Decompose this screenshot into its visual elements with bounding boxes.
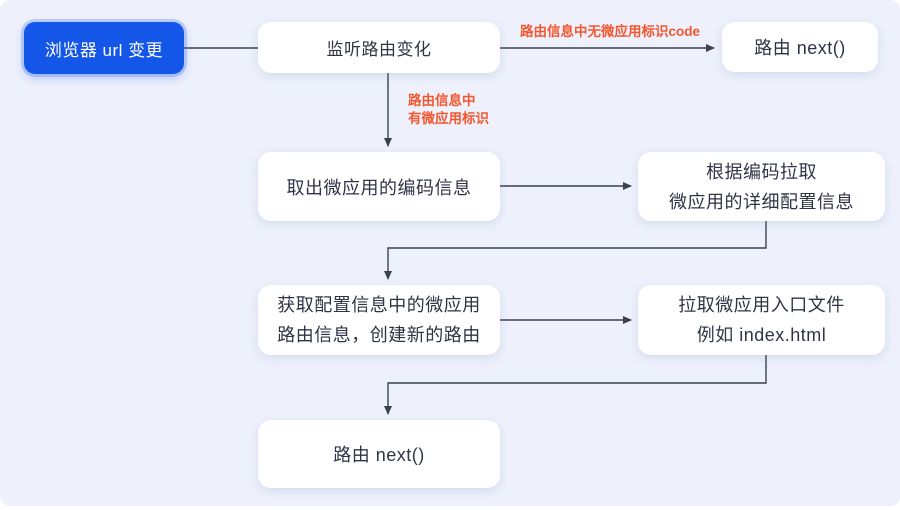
node-extract-micro-app-code-label: 取出微应用的编码信息 xyxy=(286,177,472,198)
node-fetch-entry-file-line-2: 例如 index.html xyxy=(696,325,827,345)
edge-label-has-micro-app-line-2: 有微应用标识 xyxy=(408,111,489,126)
node-fetch-entry-file-line-1: 拉取微应用入口文件 xyxy=(678,295,845,315)
node-listen-route-change: 监听路由变化 xyxy=(258,22,500,73)
node-fetch-config-line-1: 根据编码拉取 xyxy=(706,161,817,182)
edge-label-has-micro-app-line-1: 路由信息中 xyxy=(408,93,476,108)
node-listen-route-change-label: 监听路由变化 xyxy=(326,40,432,59)
connector-fetch-config-to-create-route xyxy=(384,221,767,280)
edge-label-no-micro-app-code: 路由信息中无微应用标识code xyxy=(519,24,700,39)
node-browser-url-change: 浏览器 url 变更 xyxy=(24,22,184,74)
node-route-next-top: 路由 next() xyxy=(722,22,878,72)
node-route-next-bottom-label: 路由 next() xyxy=(333,445,425,465)
node-fetch-config-by-code: 根据编码拉取 微应用的详细配置信息 xyxy=(638,152,885,221)
node-create-new-route-line-1: 获取配置信息中的微应用 xyxy=(277,295,481,315)
node-create-new-route: 获取配置信息中的微应用 路由信息，创建新的路由 xyxy=(258,285,500,355)
node-fetch-entry-file: 拉取微应用入口文件 例如 index.html xyxy=(638,285,885,355)
node-create-new-route-line-2: 路由信息，创建新的路由 xyxy=(277,325,481,345)
node-route-next-bottom: 路由 next() xyxy=(258,420,500,488)
edge-label-has-micro-app: 路由信息中 有微应用标识 xyxy=(408,92,489,128)
node-route-next-top-label: 路由 next() xyxy=(754,38,846,58)
node-fetch-config-line-2: 微应用的详细配置信息 xyxy=(669,191,854,212)
node-browser-url-change-label: 浏览器 url 变更 xyxy=(44,40,164,60)
connector-fetch-entry-to-next-bottom xyxy=(384,355,767,415)
node-extract-micro-app-code: 取出微应用的编码信息 xyxy=(258,152,500,221)
